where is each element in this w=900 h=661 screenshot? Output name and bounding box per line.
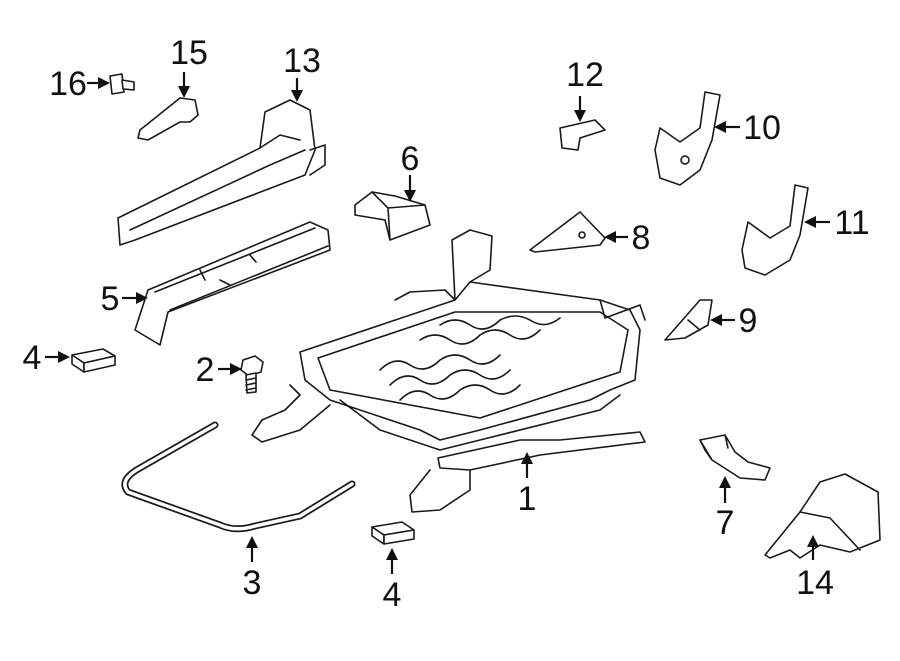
part-5-side-trim	[134, 221, 331, 346]
label-part-10: 10	[743, 109, 781, 147]
callout-arrows	[45, 72, 830, 574]
part-10-cover	[654, 91, 721, 186]
label-part-4a: 4	[23, 339, 42, 377]
callout-labels: 1 2 3 4 4 5 6 7 8 9 10 11 12 13 14 15 16	[23, 34, 870, 614]
label-part-9: 9	[739, 302, 758, 340]
part-1-seat-frame	[251, 229, 646, 513]
label-part-5: 5	[101, 280, 120, 318]
part-16-screw	[109, 73, 135, 95]
label-part-15: 15	[170, 34, 208, 72]
label-part-3: 3	[243, 564, 262, 602]
part-6-bracket	[354, 191, 431, 241]
part-8-gusset	[529, 211, 606, 253]
part-9-bracket	[664, 299, 713, 341]
label-part-7: 7	[716, 504, 735, 542]
label-part-16: 16	[49, 65, 87, 103]
part-12-clip	[559, 119, 606, 151]
part-4b-block	[371, 521, 415, 545]
label-part-13: 13	[283, 42, 321, 80]
label-part-2: 2	[196, 351, 215, 389]
part-13-outer-shield	[117, 99, 326, 246]
label-part-6: 6	[401, 140, 420, 178]
part-4a-block	[71, 348, 116, 373]
part-15-handle	[137, 97, 199, 141]
label-part-8: 8	[632, 219, 651, 257]
label-part-14: 14	[796, 564, 834, 602]
part-3-wire-rod	[121, 421, 356, 533]
part-14-cover	[764, 473, 881, 559]
label-part-1: 1	[518, 480, 537, 518]
part-11-cover	[741, 184, 809, 276]
label-part-4b: 4	[383, 576, 402, 614]
part-2-bolt	[240, 355, 264, 394]
label-part-11: 11	[834, 204, 869, 242]
label-part-12: 12	[566, 56, 604, 94]
part-7-bracket	[699, 434, 771, 481]
